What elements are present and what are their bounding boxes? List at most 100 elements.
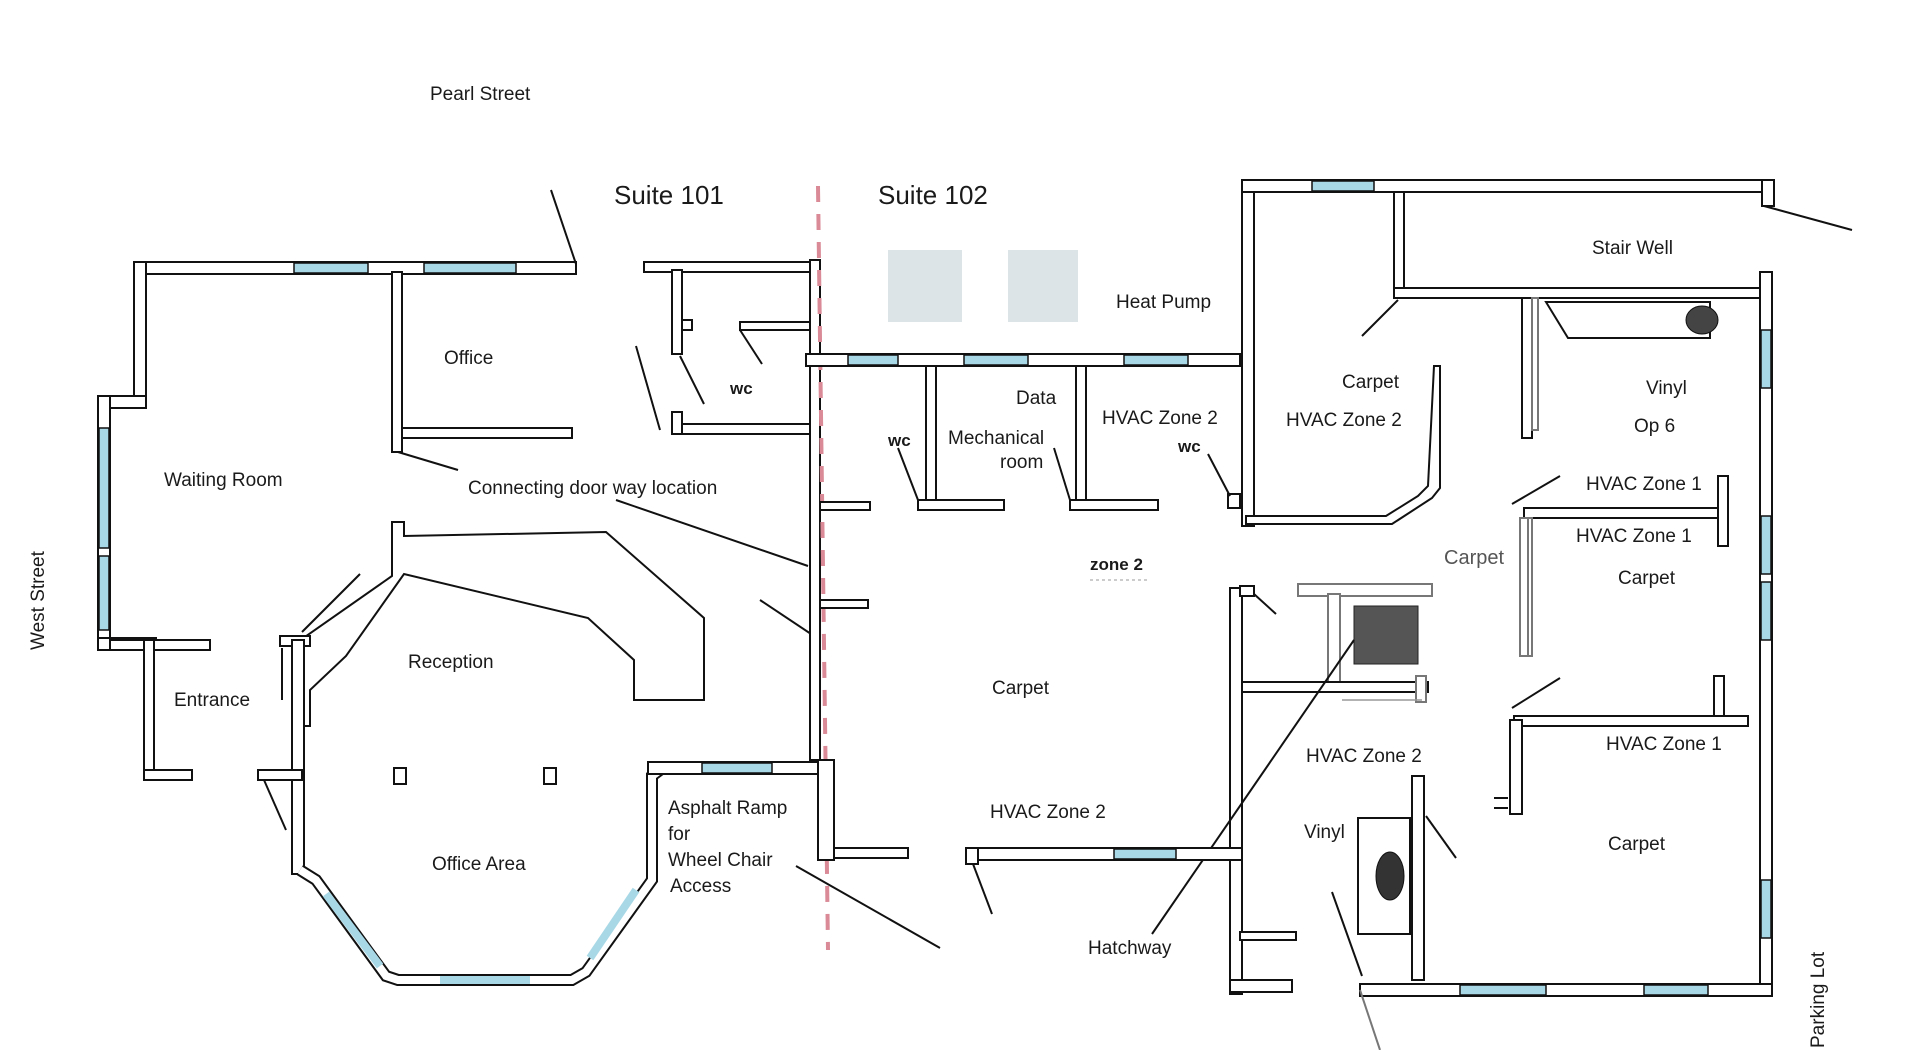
window (1459, 984, 1547, 996)
label-wc-mech: wc (887, 431, 911, 450)
hatch-frame (1297, 583, 1433, 597)
label-data: Data (1016, 388, 1057, 409)
door-swing (1361, 299, 1399, 337)
column (543, 767, 557, 785)
label-mechanical-2: room (1000, 452, 1043, 473)
wall-stub (817, 759, 835, 861)
label-hvac-zone2-b: HVAC Zone 2 (1286, 410, 1402, 431)
wall-wc-post (671, 411, 683, 435)
window (293, 262, 369, 274)
wall-zone1a-n (1523, 507, 1727, 519)
wall-op6-w (1521, 297, 1533, 439)
wall-zone1a-e (1717, 475, 1729, 547)
pointer-line (795, 865, 941, 949)
window (98, 555, 110, 631)
door-swing (679, 355, 705, 405)
wall-door-jamb (257, 769, 303, 781)
label-mechanical-1: Mechanical (948, 428, 1044, 449)
door-swing (759, 599, 815, 637)
window (423, 262, 517, 274)
wall-angled (1359, 989, 1381, 1050)
wall-op6-inner (1531, 297, 1539, 431)
fixture-op6-basin (1685, 305, 1719, 335)
street-east: Parking Lot (1808, 951, 1829, 1048)
wall-office-h (401, 427, 573, 439)
heat-pump-pad (1008, 250, 1078, 322)
window (847, 354, 899, 366)
carpet-room-wall (1245, 365, 1441, 525)
window (98, 427, 110, 549)
reception-desk (291, 521, 705, 727)
label-wc-hvac: wc (1177, 437, 1201, 456)
wall-south (1359, 983, 1773, 997)
wall-zone1a-w2 (1527, 517, 1533, 657)
wall-entrance-v (143, 639, 155, 779)
label-stair-well: Stair Well (1592, 238, 1673, 259)
door-swing (1511, 475, 1561, 505)
label-waiting-room: Waiting Room (164, 470, 283, 491)
wall-hatch-b (1229, 979, 1293, 993)
wall-west-101 (133, 261, 147, 403)
wall-wc-bottom (671, 423, 819, 435)
door-swing (739, 329, 763, 365)
label-carpet-a: Carpet (1342, 372, 1400, 393)
suite-101-label: Suite 101 (614, 180, 724, 210)
label-carpet-b: Carpet (1618, 568, 1676, 589)
wall-office-v (391, 271, 403, 453)
suite-divider-line (816, 185, 830, 951)
door-swing (1253, 593, 1277, 615)
wall-lower (965, 847, 1243, 861)
wall-wc-hvac (1227, 493, 1241, 509)
wall-upper-w (1241, 179, 1255, 527)
label-hvac-zone1-a: HVAC Zone 1 (1586, 474, 1702, 495)
label-ramp-2: for (668, 824, 691, 845)
wall-hatch-nw (1239, 585, 1255, 597)
wall-data-v (1075, 365, 1087, 501)
door-swing (263, 779, 287, 831)
wall-vinyl-e (1411, 775, 1425, 981)
label-heat-pump: Heat Pump (1116, 292, 1211, 313)
label-vinyl-a: Vinyl (1646, 378, 1687, 399)
window (1760, 515, 1772, 575)
label-connecting-door: Connecting door way location (468, 478, 717, 499)
door-swing (635, 345, 661, 431)
hatch-stub (1415, 675, 1427, 703)
wall-hatch-shelf (1241, 681, 1429, 693)
window (1643, 984, 1709, 996)
door-swing (897, 447, 919, 501)
label-hvac-zone2-c: HVAC Zone 2 (990, 802, 1106, 823)
window (963, 354, 1029, 366)
wall-zone1b-n (1513, 715, 1749, 727)
wall-stub (819, 599, 869, 609)
label-hvac-zone1-c: HVAC Zone 1 (1606, 734, 1722, 755)
window (1760, 329, 1772, 389)
street-west: West Street (28, 550, 49, 650)
label-hvac-zone2-a: HVAC Zone 2 (1102, 408, 1218, 429)
street-north: Pearl Street (430, 84, 531, 105)
label-hvac-zone1-b: HVAC Zone 1 (1576, 526, 1692, 547)
door-swing (1053, 447, 1071, 501)
label-op6: Op 6 (1634, 416, 1675, 437)
wall-stub (819, 501, 871, 511)
door-swing (397, 451, 459, 471)
label-carpet-grey: Carpet (1444, 547, 1504, 569)
wall-reception-lv (291, 639, 305, 875)
window (1311, 180, 1375, 192)
label-vinyl-b: Vinyl (1304, 822, 1345, 843)
wall-hatch-w (1229, 587, 1243, 995)
window (322, 891, 384, 969)
wall-angled (1763, 205, 1853, 231)
window (1760, 581, 1772, 641)
pointer-line (1151, 639, 1355, 935)
label-ramp-4: Access (670, 876, 731, 897)
wall-mech-v (925, 365, 937, 501)
wall-wc-shelf (739, 321, 811, 331)
label-wc-101: wc (729, 379, 753, 398)
door-swing (550, 189, 577, 265)
door-swing (969, 855, 993, 915)
wall-zone1b-e (1713, 675, 1725, 717)
wall-stair-b (1393, 287, 1761, 299)
wall-wc-fixture (681, 319, 693, 331)
wall-wc-v (671, 269, 683, 355)
